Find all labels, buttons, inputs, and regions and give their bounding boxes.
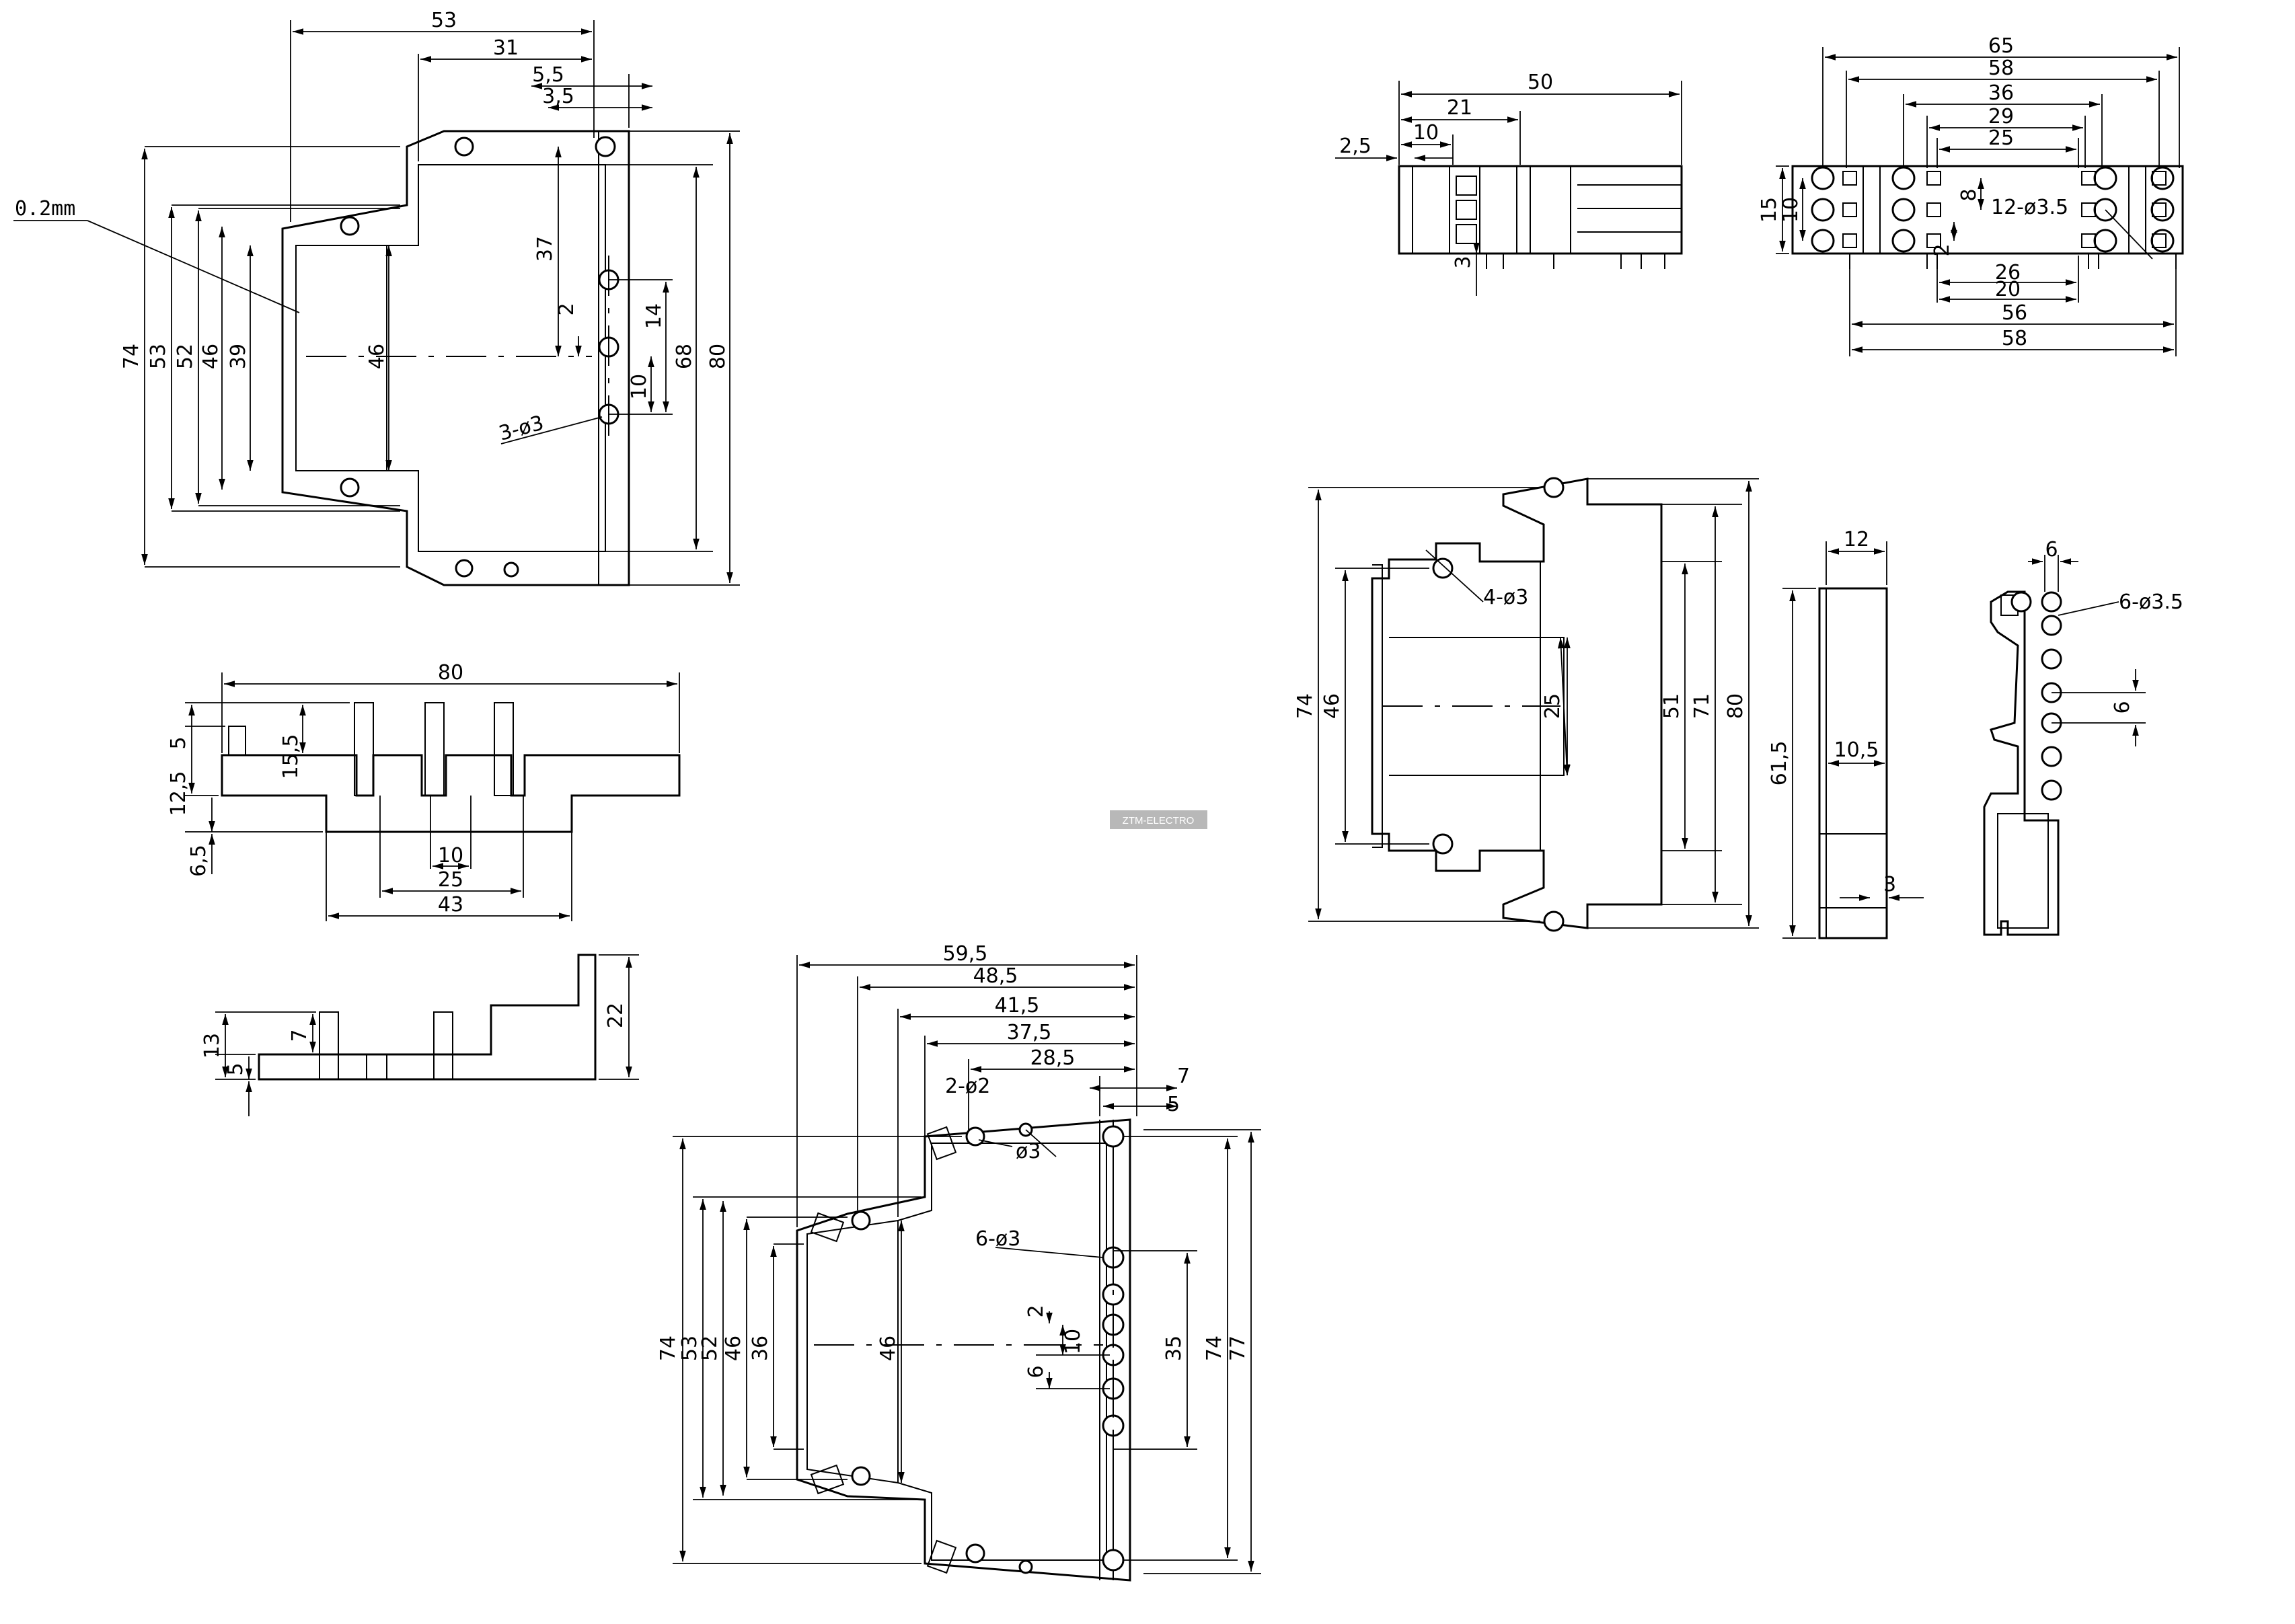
- dim-22: 22: [604, 1003, 628, 1028]
- dim-61-5: 61,5: [1768, 741, 1791, 786]
- hole-callout-2-d2: 2-ø2: [945, 1075, 990, 1098]
- dim-5-5: 5,5: [532, 63, 564, 87]
- view-top-right-side: 50 21 10 2,5 3: [1335, 71, 1683, 296]
- dim-52: 52: [174, 344, 197, 369]
- dim-50: 50: [1528, 71, 1553, 94]
- view-top-left-plan: 53 31 5,5 3,5 74 53 52 46 39 46 37 2 14 …: [13, 9, 740, 586]
- dim-15: 15: [1758, 197, 1781, 223]
- dim-56: 56: [2002, 301, 2027, 325]
- dim-35: 35: [1162, 1336, 1186, 1361]
- dim-3-5: 3,5: [542, 85, 574, 108]
- dim-31: 31: [493, 36, 519, 60]
- view-top-right-front: 65 58 36 29 25 15 10 8 2 12-ø3.5 26 20 5…: [1758, 34, 2184, 356]
- dim-10: 10: [1061, 1329, 1085, 1354]
- dim-6-spacing: 6: [2111, 701, 2134, 713]
- dim-3: 3: [1883, 873, 1896, 896]
- dim-53: 53: [678, 1336, 702, 1361]
- dim-65: 65: [1988, 34, 2014, 58]
- dim-48-5: 48,5: [973, 964, 1018, 988]
- dim-37: 37: [533, 236, 557, 262]
- dim-37-5: 37,5: [1007, 1021, 1052, 1044]
- dim-14: 14: [642, 303, 666, 329]
- dim-80: 80: [438, 661, 463, 685]
- dim-71: 71: [1690, 693, 1714, 719]
- view-end-profile: 6 6-ø3.5 6: [1983, 538, 2183, 936]
- dim-46: 46: [1320, 693, 1344, 719]
- dim-39: 39: [227, 344, 250, 369]
- dim-74: 74: [1293, 693, 1317, 719]
- dim-74-right: 74: [1203, 1336, 1226, 1361]
- dim-21: 21: [1447, 96, 1472, 120]
- dim-7: 7: [1177, 1065, 1190, 1088]
- dim-36: 36: [749, 1336, 772, 1361]
- hole-callout-4-d3: 4-ø3: [1483, 586, 1528, 609]
- dim-3: 3: [1452, 256, 1475, 268]
- dim-15-5: 15,5: [279, 734, 303, 779]
- dim-10: 10: [1779, 197, 1803, 223]
- dim-8: 8: [1957, 188, 1981, 201]
- dim-20: 20: [1995, 278, 2021, 301]
- dim-2: 2: [1930, 243, 1954, 256]
- dim-46: 46: [199, 344, 223, 369]
- dim-10: 10: [438, 844, 463, 867]
- dim-74: 74: [120, 344, 143, 369]
- dim-58: 58: [1988, 56, 2014, 80]
- dim-25: 25: [1988, 126, 2014, 150]
- hole-callout-12-d3-5: 12-ø3.5: [1991, 196, 2068, 219]
- dim-46: 46: [722, 1336, 745, 1361]
- hole-callout-3-d3: 3-ø3: [496, 411, 546, 445]
- dim-36: 36: [1988, 81, 2014, 105]
- dim-59-5: 59,5: [943, 942, 988, 966]
- dim-74: 74: [656, 1336, 680, 1361]
- dim-80: 80: [706, 344, 730, 369]
- dim-25: 25: [438, 868, 463, 892]
- dim-6: 6: [1024, 1365, 1048, 1378]
- dim-41-5: 41,5: [995, 994, 1040, 1017]
- dim-26: 26: [1995, 261, 2021, 284]
- dim-12: 12: [1844, 528, 1869, 551]
- watermark-text: ZTM-ELECTRO: [1123, 815, 1195, 826]
- dim-2: 2: [555, 303, 578, 315]
- dim-6: 6: [2045, 538, 2058, 562]
- dim-58-bottom: 58: [2002, 327, 2027, 350]
- dim-5: 5: [224, 1062, 248, 1075]
- view-bottom-plan: 59,5 48,5 41,5 37,5 28,5 7 5 2-ø2 ø3 6-ø…: [656, 942, 1261, 1582]
- dim-52: 52: [698, 1336, 722, 1361]
- dim-53-vertical: 53: [147, 344, 170, 369]
- view-narrow-side: 12 61,5 10,5 3: [1768, 528, 1924, 939]
- dim-28-5: 28,5: [1030, 1046, 1076, 1070]
- dim-51: 51: [1660, 693, 1684, 719]
- hole-callout-6-d3-5: 6-ø3.5: [2119, 590, 2183, 614]
- view-middle-right-plan: 74 46 4-ø3 25 51 71 80: [1293, 477, 1759, 932]
- dim-6-5: 6,5: [187, 845, 211, 877]
- dim-53: 53: [431, 9, 457, 32]
- hole-callout-d3: ø3: [1016, 1140, 1041, 1163]
- dim-5: 5: [167, 736, 190, 749]
- wall-thickness-label: 0.2mm: [15, 197, 75, 221]
- view-lower-profile: 13 7 5 22: [200, 954, 639, 1116]
- dim-77: 77: [1226, 1336, 1250, 1361]
- dim-13: 13: [200, 1033, 224, 1058]
- dim-5: 5: [1167, 1093, 1180, 1116]
- dim-68: 68: [673, 344, 696, 369]
- dim-25: 25: [1541, 693, 1565, 719]
- dim-43: 43: [438, 893, 463, 917]
- dim-10: 10: [1413, 121, 1439, 145]
- dim-80: 80: [1724, 693, 1747, 719]
- dim-10-5: 10,5: [1834, 738, 1879, 762]
- view-side-elevation: 80 5 15,5 12,5 6,5 10 25 43: [167, 661, 681, 921]
- watermark-badge: ZTM-ELECTRO: [1110, 810, 1207, 829]
- dim-29: 29: [1988, 105, 2014, 128]
- dim-10: 10: [628, 374, 651, 399]
- dim-7: 7: [288, 1029, 311, 1042]
- hole-callout-6-d3: 6-ø3: [975, 1227, 1020, 1251]
- dim-2-5: 2,5: [1339, 134, 1371, 158]
- dim-46-center: 46: [365, 344, 389, 369]
- dim-12-5: 12,5: [167, 771, 190, 816]
- dim-46-center: 46: [876, 1336, 900, 1361]
- dim-2: 2: [1024, 1305, 1048, 1317]
